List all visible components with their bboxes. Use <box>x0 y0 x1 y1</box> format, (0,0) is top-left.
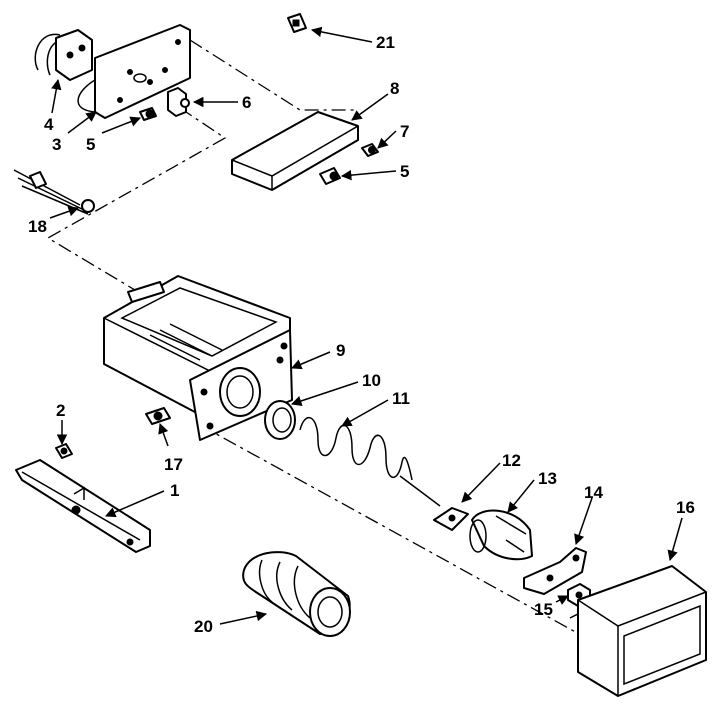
callout-1: 1 <box>170 481 179 500</box>
callout-8: 8 <box>390 79 399 98</box>
part-17-screw <box>145 407 171 425</box>
callout-4: 4 <box>44 115 54 134</box>
part-8-cover-plate <box>231 111 359 191</box>
part-11-auger-spring <box>299 417 441 507</box>
callout-10: 10 <box>362 371 381 390</box>
part-12-blade <box>433 507 469 531</box>
callout-18: 18 <box>28 217 47 236</box>
callout-16: 16 <box>676 498 695 517</box>
part-2-screw <box>55 443 73 459</box>
part-13-crusher-housing <box>469 509 533 561</box>
callout-12: 12 <box>502 451 521 470</box>
part-1-base-bracket <box>15 459 151 553</box>
callout-14: 14 <box>584 483 603 502</box>
part-18-wire-harness <box>13 169 95 215</box>
part-5-screw-upper <box>139 107 157 121</box>
callout-11: 11 <box>392 389 410 408</box>
part-9-housing <box>103 275 293 441</box>
callout-21: 21 <box>376 33 395 52</box>
callout-9: 9 <box>336 341 345 360</box>
assembly-lines <box>46 39 591 641</box>
part-7-screw <box>361 143 379 157</box>
part-5-screw-right <box>319 167 341 185</box>
callout-6: 6 <box>242 93 251 112</box>
callout-3: 3 <box>52 135 61 154</box>
callout-7: 7 <box>400 122 409 141</box>
callout-5-left: 5 <box>86 135 95 154</box>
part-20-shaft <box>242 551 351 637</box>
callout-13: 13 <box>538 469 557 488</box>
callout-5-right: 5 <box>400 162 409 181</box>
callout-20: 20 <box>194 617 213 636</box>
part-4-motor-switch <box>34 29 93 81</box>
part-14-bracket <box>523 547 587 595</box>
callout-15: 15 <box>534 600 553 619</box>
callout-labels: 21 8 6 7 5 4 3 5 18 9 10 11 12 13 14 16 … <box>28 33 695 636</box>
leader-lines <box>49 26 683 625</box>
part-6-bracket <box>167 87 190 117</box>
part-16-front-cover <box>569 565 707 697</box>
callout-17: 17 <box>164 455 183 474</box>
callout-2: 2 <box>56 401 65 420</box>
part-21-grommet <box>287 13 307 33</box>
part-10-bearing <box>264 400 296 440</box>
